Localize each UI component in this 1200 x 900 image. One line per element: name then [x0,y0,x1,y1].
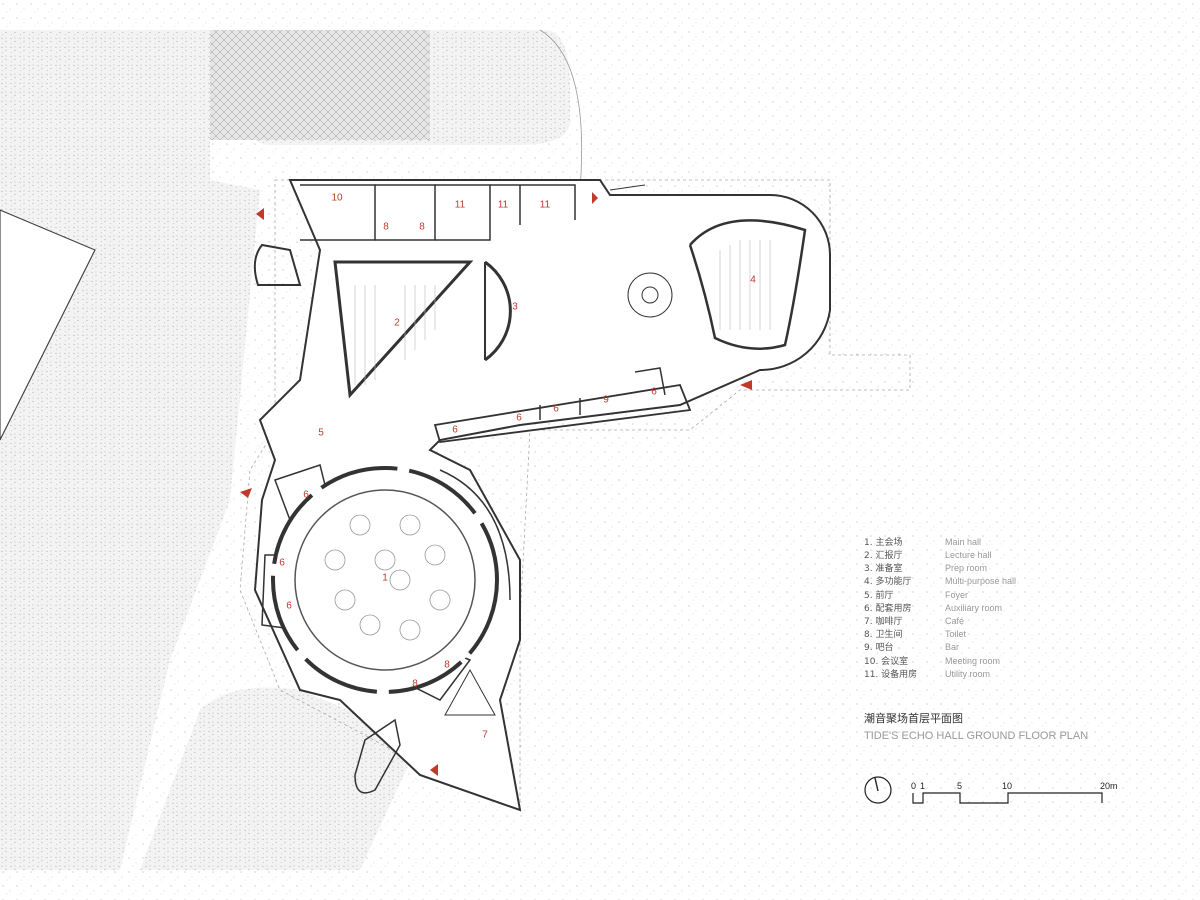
room-label: 8 [412,679,418,690]
title-en: TIDE'S ECHO HALL GROUND FLOOR PLAN [864,730,1088,742]
legend-item-cn: 5. 前厅 [864,589,893,601]
legend-item-cn: 1. 主会场 [864,536,902,548]
room-label: 5 [318,428,324,439]
room-label: 6 [303,490,309,501]
legend-item-cn: 9. 吧台 [864,641,893,653]
room-label: 9 [603,395,609,406]
path-edge [539,29,583,191]
room-label: 8 [419,222,425,233]
legend-item-cn: 3. 准备室 [864,562,902,574]
entrance-markers [240,192,752,776]
scale-tick: 5 [957,781,962,791]
legend-item-en: Auxiliary room [945,603,1002,613]
legend-item-cn: 8. 卫生间 [864,628,902,640]
scale-tick: 0 [911,781,916,791]
room-label: 8 [444,660,450,671]
room-label: 4 [750,275,756,286]
scale-tick: 20m [1100,781,1118,791]
legend-item-en: Main hall [945,537,981,547]
main-hall [271,466,499,694]
legend-item-en: Prep room [945,563,987,573]
room-label: 1 [382,573,388,584]
scale-bar: 0 1 5 10 20m [911,781,1118,804]
multipurpose-seating [719,240,771,330]
scale-tick: 10 [1002,781,1012,791]
legend-item-en: Café [945,616,964,626]
legend-item-en: Meeting room [945,656,1000,666]
room-label: 11 [540,200,551,211]
interior-walls [253,184,807,794]
legend-item-cn: 6. 配套用房 [864,602,911,614]
legend-item-en: Foyer [945,590,968,600]
north-arrow-icon [864,776,892,804]
adjacent-building [0,209,96,441]
room-label: 6 [279,558,285,569]
legend-item-en: Lecture hall [945,550,992,560]
room-label: 6 [553,404,559,415]
lecture-seating [354,285,436,385]
room-label: 3 [512,302,518,313]
title-cn: 潮音聚场首层平面图 [864,711,963,725]
room-label: 2 [394,318,400,329]
legend-item-en: Bar [945,642,959,652]
legend-item-cn: 7. 咖啡厅 [864,615,902,627]
room-label: 6 [651,387,657,398]
legend: 1. 主会场 Main hall 2. 汇报厅 Lecture hall 3. 准备… [864,536,1016,680]
legend-item-cn: 10. 会议室 [864,655,908,667]
parking-hatch [210,30,430,140]
landscape-south [140,687,420,870]
legend-item-en: Utility room [945,669,990,679]
room-label: 7 [482,730,488,741]
legend-item-cn: 11. 设备用房 [864,668,917,680]
room-label: 6 [286,601,292,612]
room-label: 11 [498,200,509,211]
room-label: 6 [452,425,458,436]
scale-tick: 1 [920,781,925,791]
room-label: 8 [383,222,389,233]
legend-item-en: Multi-purpose hall [945,576,1016,586]
legend-item-en: Toilet [945,629,967,639]
room-label: 6 [516,413,522,424]
legend-item-cn: 4. 多功能厅 [864,575,911,587]
legend-item-cn: 2. 汇报厅 [864,549,902,561]
site-boundary [239,179,911,811]
room-labels: 10 11 11 11 8 8 2 3 4 5 6 6 9 6 6 6 6 6 … [279,193,756,741]
room-label: 10 [331,193,343,204]
room-label: 11 [455,200,466,211]
